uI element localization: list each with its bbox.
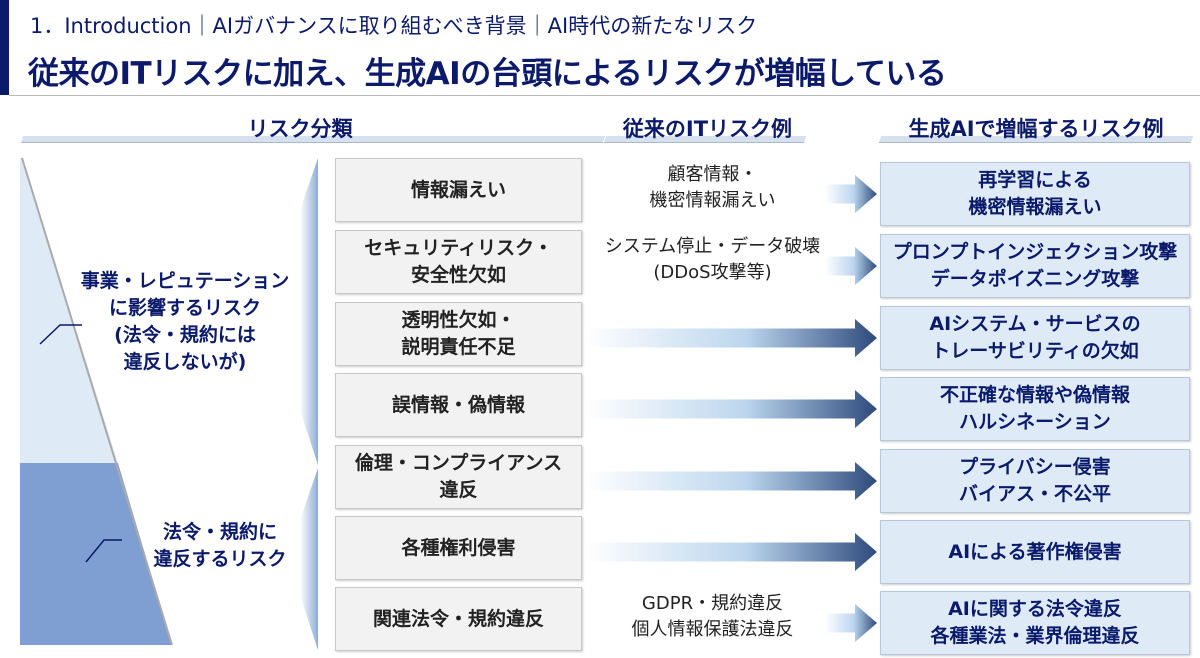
category-upper-label: 事業・レピュテーション に影響するリスク (法令・規約には 違反しないが): [80, 270, 290, 373]
triangle-edge: [21, 157, 173, 646]
risk-category-box: 透明性欠如・ 説明責任不足: [335, 302, 582, 366]
genai-risk-box: AIに関する法令違反 各種業法・業界倫理違反: [880, 591, 1190, 655]
genai-risk-box: AIによる著作権侵害: [880, 520, 1190, 584]
genai-risk-box: AIシステム・サービスの トレーサビリティの欠如: [880, 306, 1190, 370]
genai-risk-box: 再学習による 機密情報漏えい: [880, 162, 1190, 226]
long-arrow-icon: [585, 319, 877, 357]
upper-bracket: [300, 158, 318, 465]
upper-leader-line: [39, 324, 82, 345]
genai-header: 生成AIで増幅するリスク例: [908, 117, 1164, 141]
genai-risk-box: プロンプトインジェクション攻撃 データポイズニング攻撃: [880, 234, 1190, 298]
risk-category-box: 各種権利侵害: [335, 516, 582, 580]
traditional-risk-text: システム停止・データ破壊 (DDoS攻撃等): [604, 236, 821, 283]
arrow-icon: [825, 604, 877, 642]
title-accent-bar: [0, 0, 9, 95]
risk-category-box: セキュリティリスク・ 安全性欠如: [335, 230, 582, 294]
category-header: リスク分類: [247, 117, 353, 141]
page-title: 従来のITリスクに加え、生成AIの台頭によるリスクが増幅している: [28, 56, 947, 92]
risk-category-box: 誤情報・偽情報: [335, 373, 582, 437]
genai-risk-box: 不正確な情報や偽情報 ハルシネーション: [880, 377, 1190, 441]
lower-risk-area: [20, 463, 172, 645]
arrow-icon: [825, 175, 877, 213]
title-divider: [9, 95, 1200, 96]
long-arrow-icon: [585, 462, 877, 500]
traditional-risk-text: GDPR・規約違反 個人情報保護法違反: [631, 593, 794, 640]
lower-bracket: [300, 468, 318, 650]
traditional-header: 従来のITリスク例: [622, 117, 793, 141]
lower-leader-line: [85, 539, 122, 563]
breadcrumb: 1．Introduction｜AIガバナンスに取り組むべき背景｜AI時代の新たな…: [30, 14, 758, 38]
long-arrow-icon: [585, 533, 877, 571]
genai-risk-box: プライバシー侵害 バイアス・不公平: [880, 449, 1190, 513]
long-arrow-icon: [585, 390, 877, 428]
risk-category-box: 倫理・コンプライアンス 違反: [335, 445, 582, 509]
traditional-risk-text: 顧客情報・ 機密情報漏えい: [649, 164, 776, 211]
risk-category-box: 関連法令・規約違反: [335, 587, 582, 651]
risk-category-box: 情報漏えい: [335, 158, 582, 222]
arrow-icon: [825, 247, 877, 285]
category-lower-label: 法令・規約に 違反するリスク: [153, 521, 287, 570]
risk-level-diagram: [20, 157, 318, 650]
